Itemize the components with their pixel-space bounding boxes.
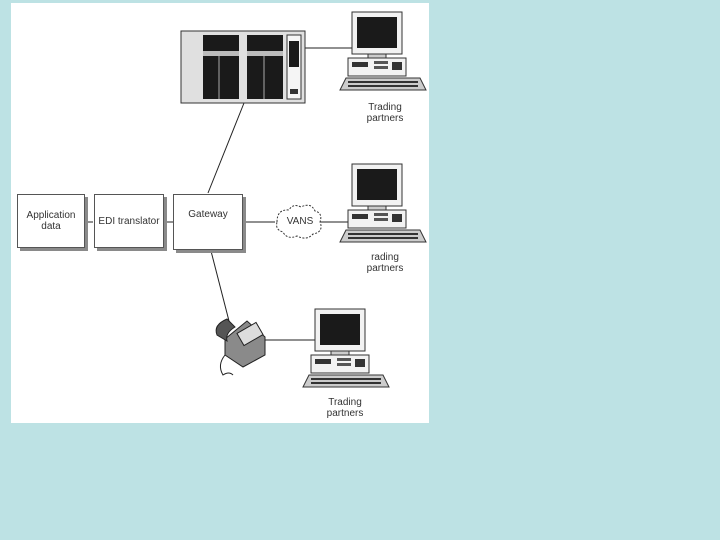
telephone-icon xyxy=(215,318,266,376)
gateway-box: Gateway xyxy=(173,194,243,250)
diagram-graphics xyxy=(86,11,427,388)
application-data-label: Application data xyxy=(26,210,76,232)
application-data-box: Application data xyxy=(17,194,85,248)
connector-gateway-phone xyxy=(210,250,230,322)
computer-icon-middle xyxy=(339,163,427,243)
computer-icon-bottom xyxy=(302,308,390,388)
trading-partners-label-top: Trading partners xyxy=(366,102,404,124)
vans-cloud-icon xyxy=(276,204,322,239)
gateway-label: Gateway xyxy=(188,209,228,220)
trading-partners-label-bottom: Trading partners xyxy=(326,397,364,419)
vans-label: VANS xyxy=(286,216,314,227)
edi-translator-label: EDI translator xyxy=(98,215,160,227)
mainframe-icon xyxy=(180,30,306,104)
edi-translator-box: EDI translator xyxy=(94,194,164,248)
edi-diagram: Application data EDI translator Gateway … xyxy=(11,3,429,423)
trading-partners-label-middle: rading partners xyxy=(366,252,404,274)
computer-icon-top xyxy=(339,11,427,91)
connector-gateway-mainframe xyxy=(207,102,245,194)
